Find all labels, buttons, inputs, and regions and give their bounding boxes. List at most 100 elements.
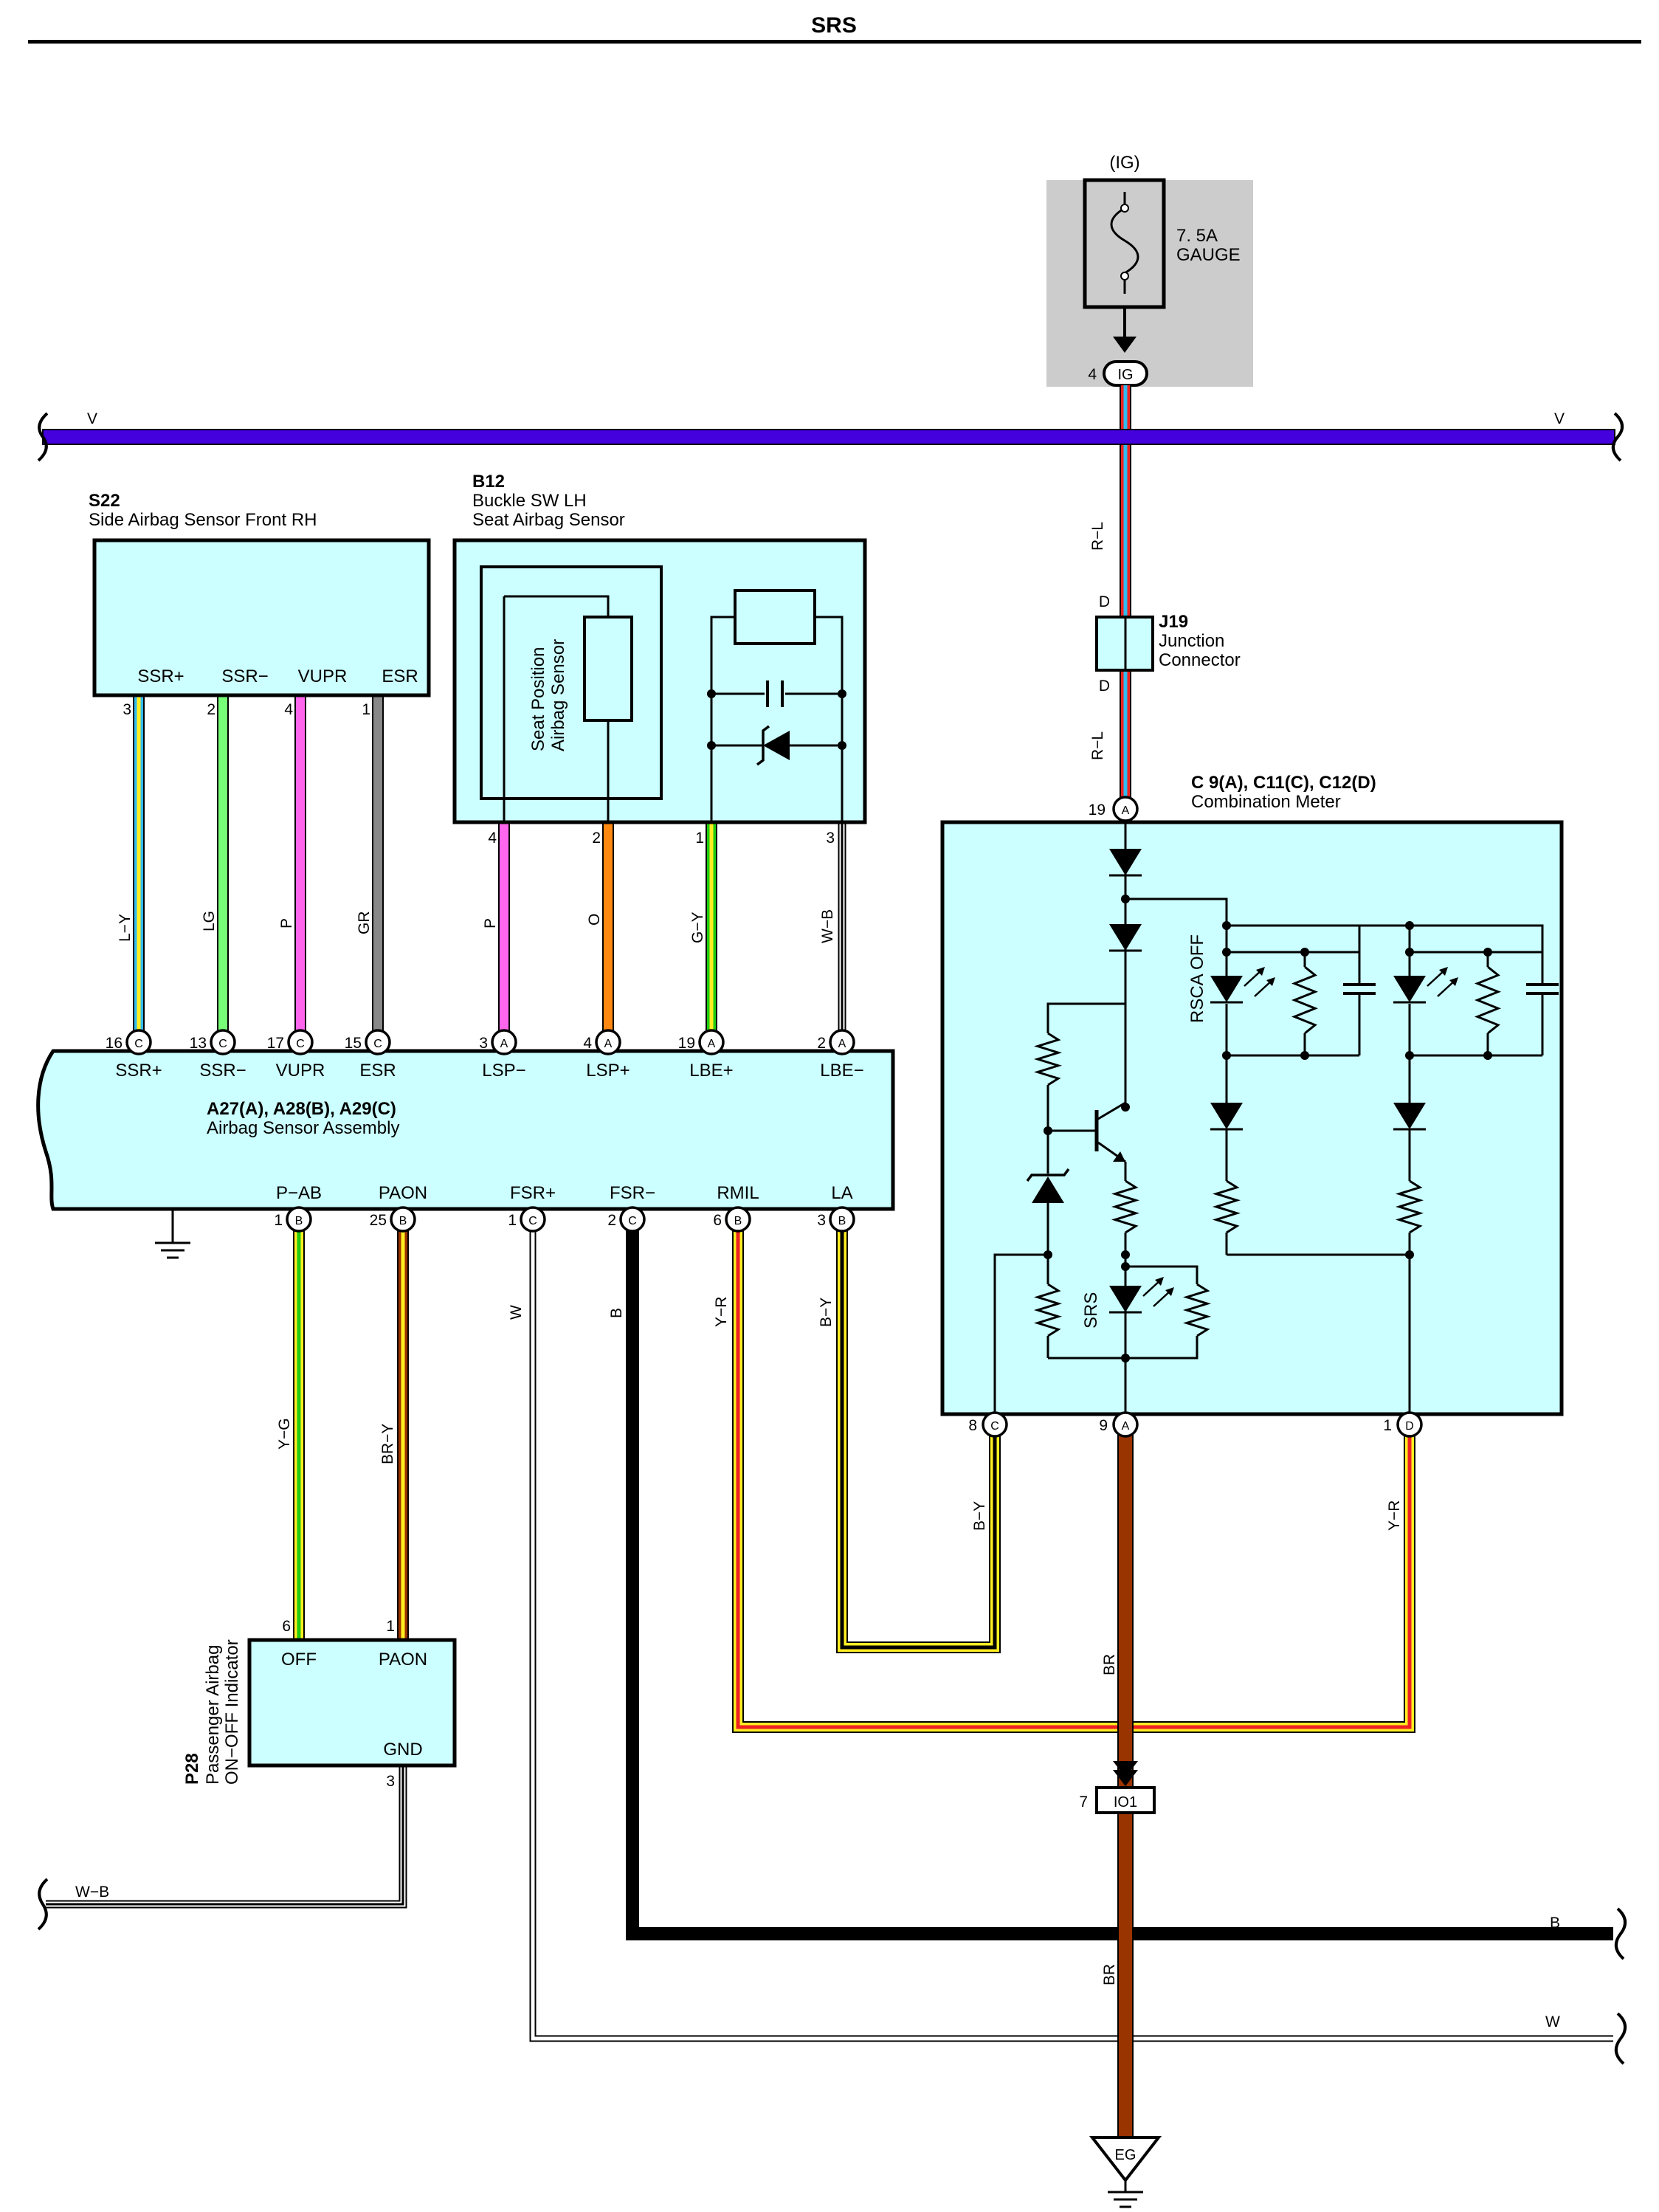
rsca-off-label: RSCA OFF xyxy=(1187,934,1207,1023)
assy-pin-top-1: 13 xyxy=(190,1035,207,1052)
assy-connector-top-4-letter: A xyxy=(500,1038,508,1050)
meter-diode-1 xyxy=(1109,849,1142,875)
wire-break-left xyxy=(37,1878,49,1931)
assy-pin-top-5: 4 xyxy=(583,1035,592,1052)
assy-pin-top-6: 19 xyxy=(678,1035,695,1052)
v-bus-break-right xyxy=(1612,412,1624,462)
assy-connector-top-7-letter: A xyxy=(838,1038,846,1050)
assy-pin-bottom-2: 1 xyxy=(508,1212,517,1229)
assy-code: A27(A), A28(B), A29(C) xyxy=(207,1099,396,1119)
p28-terminal-gnd: GND xyxy=(383,1740,422,1760)
b12-zener-bar xyxy=(756,725,770,766)
assy-pin-bottom-3: 2 xyxy=(607,1212,616,1229)
s22-pin-2: 4 xyxy=(284,701,293,718)
assy-terminal-bottom-5: LA xyxy=(831,1183,852,1203)
junction-dot xyxy=(1300,1051,1309,1060)
page-title: SRS xyxy=(811,13,857,38)
v-bus-label-left: V xyxy=(87,410,97,427)
s22-pin-3: 1 xyxy=(362,701,370,718)
rsca-resistor-1 xyxy=(1474,965,1502,1035)
io1-arrow-1 xyxy=(1113,1761,1138,1777)
v-bus-wire xyxy=(42,429,1615,445)
assy-connector-bottom-1-letter: B xyxy=(399,1215,407,1227)
wire-color-label-18: BR xyxy=(1101,1654,1118,1675)
assy-connector-bottom-2-letter: C xyxy=(528,1215,537,1227)
led-ray-arrow xyxy=(1165,1287,1174,1296)
meter-connector-bottom-0 xyxy=(982,1411,1008,1438)
wire-color-label-9: W−B xyxy=(819,909,836,943)
wire-w-b-gnd xyxy=(46,1765,407,1909)
b12-name-line1: Buckle SW LH xyxy=(472,491,587,511)
wire-core xyxy=(531,1219,1613,2041)
wire-color-label-12: W xyxy=(508,1305,525,1320)
assy-connector-bottom-4-letter: B xyxy=(734,1215,742,1227)
srs-parallel-wire xyxy=(1125,1336,1198,1360)
assy-connector-top-0 xyxy=(125,1029,152,1055)
wire-color-label-15: B−Y xyxy=(818,1298,835,1327)
rsca-diode-0 xyxy=(1210,1103,1243,1129)
p28-pin-off: 6 xyxy=(282,1618,291,1635)
assy-terminal-top-6: LBE+ xyxy=(689,1061,733,1081)
assy-connector-bottom-0 xyxy=(286,1206,312,1233)
assy-connector-top-4 xyxy=(491,1029,517,1055)
assy-terminal-bottom-4: RMIL xyxy=(717,1183,759,1203)
assy-connector-top-5 xyxy=(595,1029,621,1055)
wire-core xyxy=(627,1219,1613,1939)
transistor-emitter-arrow xyxy=(1113,1151,1125,1162)
fuse-position-label: (IG) xyxy=(1109,153,1139,173)
meter-connector-bottom-0-letter: C xyxy=(990,1420,999,1433)
p28-terminal-off: OFF xyxy=(281,1650,317,1670)
junction-dot xyxy=(1121,1103,1130,1112)
assy-pin-top-0: 16 xyxy=(106,1035,123,1052)
b12-seat-position-sensor xyxy=(480,565,663,800)
io1-arrow-2 xyxy=(1113,1770,1138,1786)
assy-connector-bottom-0-letter: B xyxy=(295,1215,303,1227)
assy-connector-bottom-3-letter: C xyxy=(628,1215,637,1227)
p28-name-line2: ON−OFF Indicator xyxy=(222,1639,242,1785)
b12-name-line2: Seat Airbag Sensor xyxy=(472,510,625,530)
b12-zener-diode xyxy=(763,731,790,760)
junction-dot xyxy=(1300,948,1309,957)
meter-connector-bottom-2-letter: D xyxy=(1405,1420,1414,1433)
b12-pin-2: 1 xyxy=(695,830,704,847)
assy-connector-bottom-5-letter: B xyxy=(838,1215,846,1227)
assy-connector-top-1-letter: C xyxy=(218,1038,227,1050)
wire-y-r xyxy=(732,1219,1415,1733)
assy-terminal-bottom-3: FSR− xyxy=(610,1183,655,1203)
p28-pin-paon: 1 xyxy=(386,1618,395,1635)
meter-code: C 9(A), C11(C), C12(D) xyxy=(1191,773,1376,793)
b12-sub-label-1: Seat Position xyxy=(528,647,548,751)
s22-name: Side Airbag Sensor Front RH xyxy=(89,510,317,530)
srs-led xyxy=(1109,1286,1142,1312)
junction-dot xyxy=(838,689,846,698)
meter-bias-wire xyxy=(1046,1002,1125,1033)
assy-terminal-top-1: SSR− xyxy=(199,1061,246,1081)
rsca-led-0 xyxy=(1210,976,1243,1002)
led-ray-arrow xyxy=(1256,967,1265,976)
wire-color-label-2: L−Y xyxy=(117,914,134,942)
p28-indicator xyxy=(247,1638,457,1768)
assy-terminal-bottom-0: P−AB xyxy=(276,1183,322,1203)
wire-stripe-color xyxy=(840,1219,997,1650)
meter-branch-top xyxy=(1125,897,1228,926)
assy-pin-bottom-1: 25 xyxy=(370,1212,387,1229)
assy-pin-top-3: 15 xyxy=(345,1035,362,1052)
v-bus-label-right: V xyxy=(1554,410,1565,427)
b12-sub-label-2: Airbag Sensor xyxy=(548,639,568,751)
eg-ground-label: EG xyxy=(1115,2147,1137,2163)
fuse-rating: 7. 5A xyxy=(1176,226,1218,246)
meter-diode-2 xyxy=(1109,924,1142,951)
eg-ground-point xyxy=(1089,2136,1162,2183)
assy-terminal-top-4: LSP− xyxy=(482,1061,525,1081)
s22-terminal-0: SSR+ xyxy=(137,666,184,686)
io1-connector xyxy=(1095,1786,1156,1814)
meter-pin8-wire xyxy=(993,1253,1048,1424)
junction-dot xyxy=(838,741,846,750)
srs-indicator-label: SRS xyxy=(1081,1292,1101,1329)
meter-connector-bottom-1 xyxy=(1112,1411,1139,1438)
junction-dot xyxy=(1483,948,1492,957)
assy-connector-bottom-4 xyxy=(725,1206,751,1233)
meter-pin-bottom-1: 9 xyxy=(1099,1417,1108,1434)
p28-pin-gnd: 3 xyxy=(386,1773,395,1790)
wire-color-label-14: Y−R xyxy=(713,1297,730,1327)
